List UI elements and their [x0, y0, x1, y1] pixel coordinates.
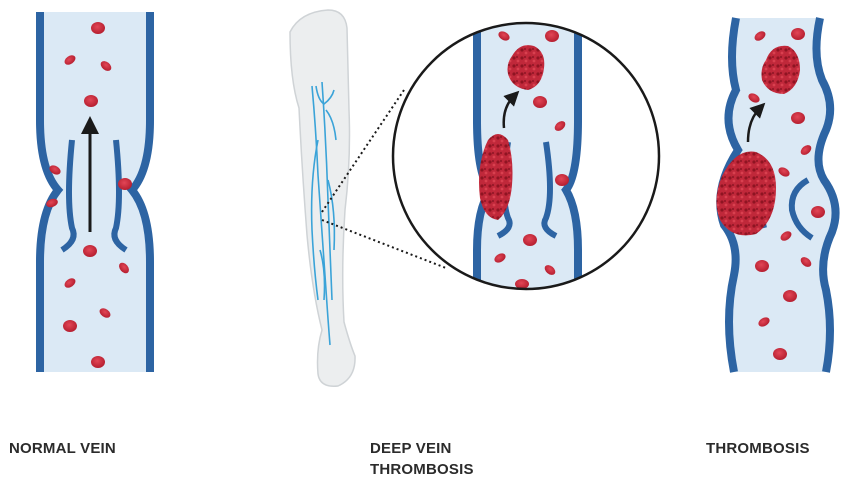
- red-blood-cell-icon: [84, 95, 98, 107]
- red-blood-cell-icon: [91, 22, 105, 34]
- red-blood-cell-icon: [773, 348, 787, 360]
- red-blood-cell-icon: [791, 112, 805, 124]
- normal-vein: [40, 12, 150, 372]
- thrombosis-label: THROMBOSIS: [706, 439, 810, 458]
- leg-with-veins-icon: [290, 10, 355, 386]
- red-blood-cell-icon: [545, 30, 559, 42]
- red-blood-cell-icon: [755, 260, 769, 272]
- leg-silhouette: [290, 10, 355, 386]
- red-blood-cell-icon: [63, 320, 77, 332]
- red-blood-cell-icon: [555, 174, 569, 186]
- red-blood-cell-icon: [91, 356, 105, 368]
- red-blood-cell-icon: [83, 245, 97, 257]
- dvt-magnified-view: [393, 20, 659, 300]
- red-blood-cell-icon: [791, 28, 805, 40]
- red-blood-cell-icon: [533, 96, 547, 108]
- red-blood-cell-icon: [811, 206, 825, 218]
- normal-vein-label: NORMAL VEIN: [9, 439, 116, 458]
- red-blood-cell-icon: [118, 178, 132, 190]
- deep-vein-label-line2: THROMBOSIS: [370, 460, 474, 479]
- red-blood-cell-icon: [523, 234, 537, 246]
- deep-vein-label-line1: DEEP VEIN: [370, 439, 452, 458]
- thrombosis-vein: [716, 18, 835, 372]
- red-blood-cell-icon: [783, 290, 797, 302]
